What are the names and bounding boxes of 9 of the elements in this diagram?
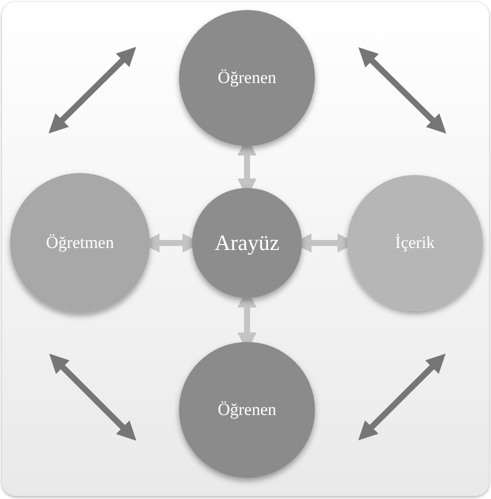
node-label: Öğretmen: [46, 232, 114, 254]
node-label: Arayüz: [214, 229, 280, 257]
node-label: Öğrenen: [218, 67, 276, 89]
double-arrow: [358, 47, 446, 134]
double-arrow: [49, 354, 136, 441]
node-label: Öğrenen: [218, 399, 276, 421]
double-arrow: [48, 46, 136, 134]
double-arrow: [358, 354, 446, 440]
node-label: İçerik: [395, 232, 435, 254]
